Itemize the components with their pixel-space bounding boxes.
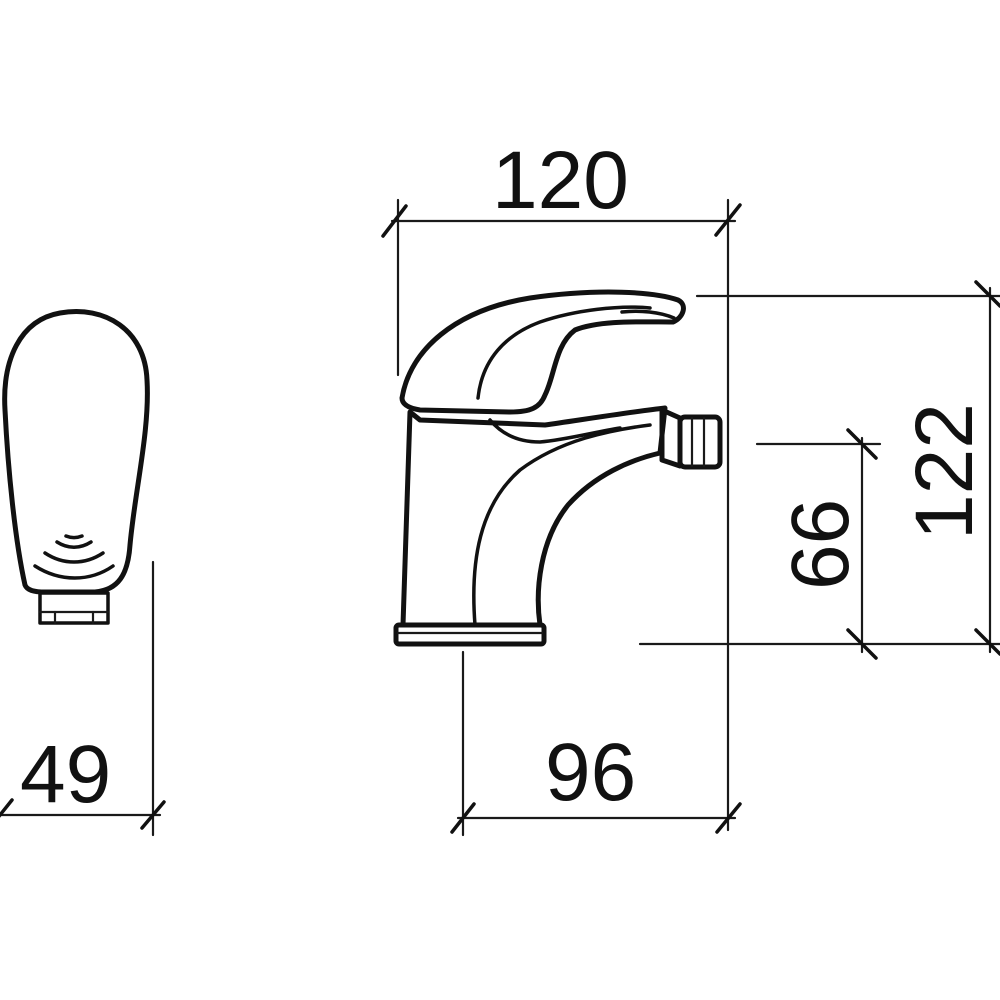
faucet-body <box>400 405 668 628</box>
faucet-body-detail <box>488 418 622 444</box>
dimension-label-120: 120 <box>492 135 629 226</box>
side-view-grip-ridge <box>55 540 93 549</box>
dimension-tick <box>0 798 14 818</box>
dimension-label-49: 49 <box>20 729 111 820</box>
dimension-tick <box>974 628 1000 656</box>
dimension-label-122: 122 <box>899 403 990 540</box>
side-view-grip-ridge <box>64 534 84 540</box>
faucet-lever <box>399 289 686 415</box>
side-view: 49 <box>0 309 166 837</box>
dimension-tick <box>974 280 1000 308</box>
side-view-grip-ridge <box>33 564 115 580</box>
dimension-tick <box>140 800 166 830</box>
side-view-base <box>38 591 110 625</box>
dimension-tick <box>846 428 878 460</box>
dimension-tick <box>450 802 476 834</box>
front-view: 120 96 66 122 <box>381 135 1000 837</box>
side-view-grip-ridge <box>43 551 105 564</box>
dimension-label-96: 96 <box>545 727 636 818</box>
dimension-label-66: 66 <box>775 499 866 590</box>
side-view-handle-outline <box>2 309 150 595</box>
faucet-spout-curve <box>472 423 652 627</box>
faucet-base <box>393 622 547 647</box>
dimension-tick <box>846 628 878 660</box>
faucet-nozzle <box>677 414 723 470</box>
dimension-tick <box>381 204 408 238</box>
dimension-tick <box>715 802 742 834</box>
faucet-lever-highlight <box>476 305 652 400</box>
faucet-lever-tip <box>620 309 676 320</box>
dimension-tick <box>714 203 742 237</box>
